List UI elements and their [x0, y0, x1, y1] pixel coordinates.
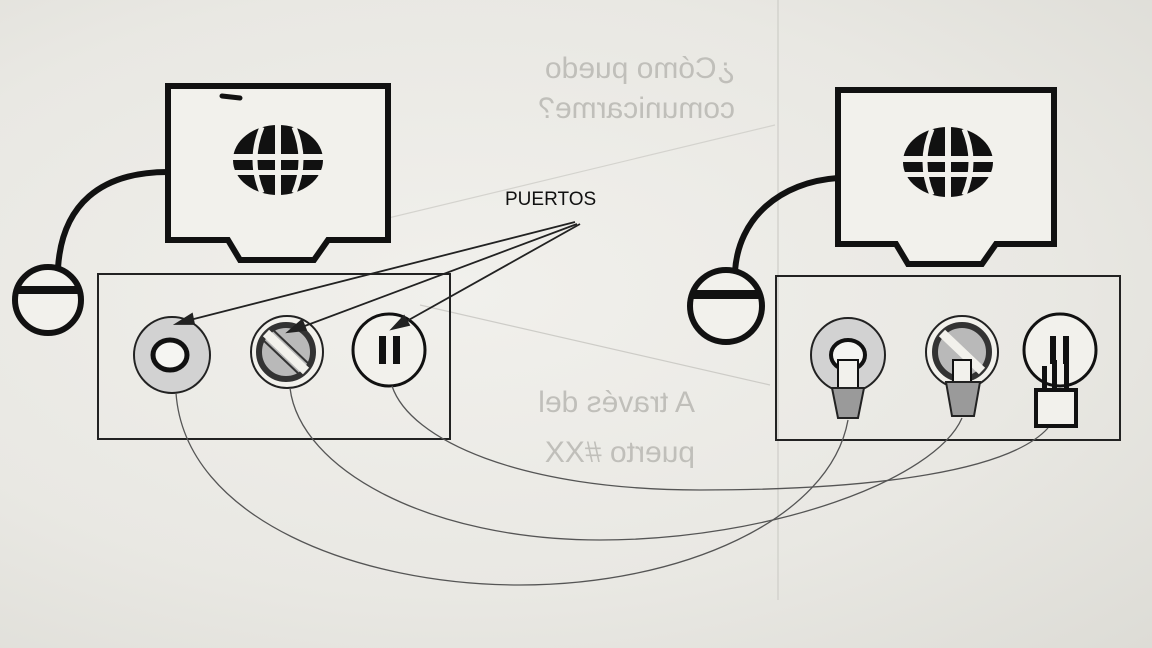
right-mouse-cable: [732, 175, 839, 273]
ghost-line: [419, 304, 771, 386]
arrowhead-icon: [172, 312, 196, 325]
left-mouse-cable: [55, 169, 169, 269]
left-mouse-icon: [12, 264, 84, 336]
ghost-question-line2: comunicarme?: [538, 92, 735, 125]
ghost-answer-line1: A través del: [538, 386, 695, 419]
left-computer: [12, 83, 451, 440]
left-circle-port-icon: [133, 316, 211, 394]
cable-port-1: [175, 392, 849, 586]
globe-icon: [903, 127, 993, 197]
arrow-to-prohibited-port: [293, 223, 578, 331]
cable-port-3: [391, 385, 1049, 491]
arrowhead-icon: [285, 318, 308, 334]
arrow-to-circle-port: [181, 221, 576, 323]
left-pause-port-icon: [351, 312, 427, 388]
port-arrows: [172, 221, 581, 334]
right-circle-plug-port-icon: [810, 317, 886, 419]
ports-label: PUERTOS: [505, 189, 596, 210]
left-monitor-mark: [219, 93, 243, 101]
arrowhead-icon: [389, 314, 411, 331]
cable-port-2: [289, 387, 963, 541]
right-mouse-icon: [687, 267, 765, 345]
right-computer: [687, 87, 1121, 441]
arrow-to-pause-port: [397, 223, 581, 327]
bleed-through-text: ¿Cómo puedo comunicarme? A través del pu…: [379, 0, 779, 600]
left-prohibited-port-icon: [250, 315, 324, 389]
right-cpu-box: [775, 275, 1121, 441]
right-prohibited-plug-port-icon: [925, 315, 999, 417]
connecting-cables: [175, 385, 1049, 586]
ghost-question-line1: ¿Cómo puedo: [545, 52, 735, 85]
globe-icon: [233, 125, 323, 195]
right-pause-plug-port-icon: [1022, 312, 1098, 428]
ghost-line: [379, 124, 776, 221]
ghost-answer-line2: puerto #XX: [545, 436, 695, 469]
left-cpu-box: [97, 273, 451, 440]
